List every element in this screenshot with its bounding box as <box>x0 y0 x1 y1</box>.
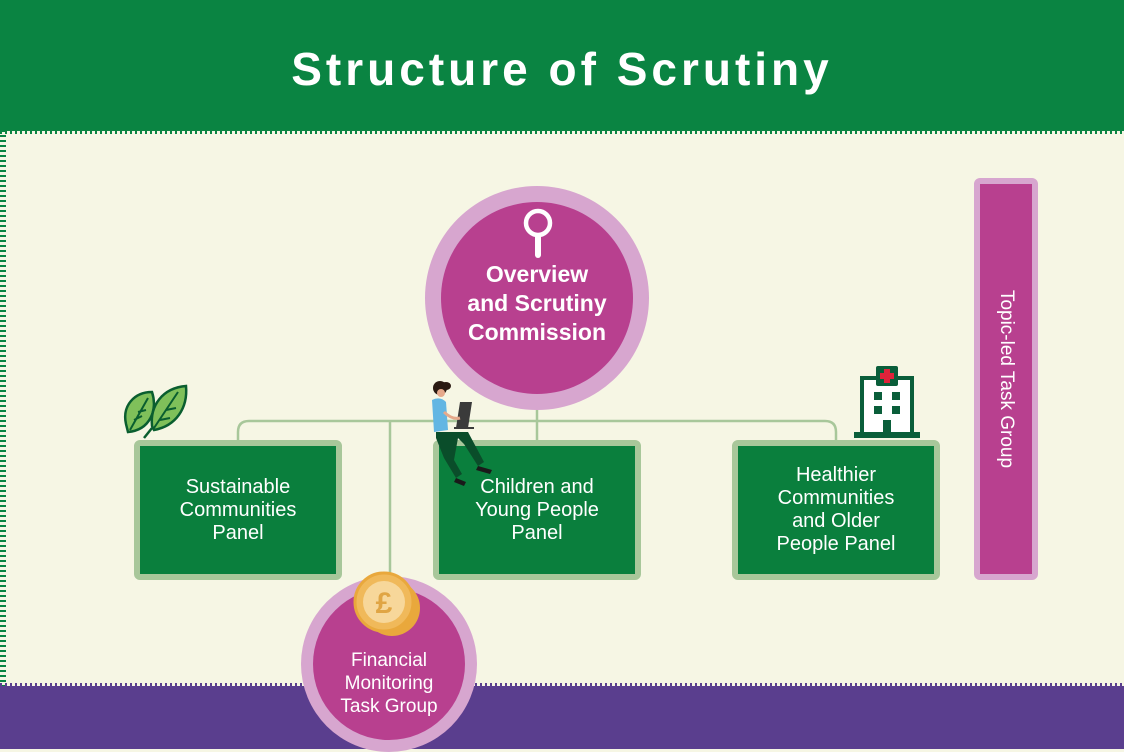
topic-led-task-group: Topic-led Task Group <box>974 178 1038 580</box>
hospital-icon <box>854 366 920 438</box>
financial-title: Financial Monitoring Task Group <box>340 650 438 717</box>
topic-label: Topic-led Task Group <box>996 289 1017 469</box>
magnifier-icon <box>523 208 553 258</box>
commission-title: Overview and Scrutiny Commission <box>467 261 607 345</box>
footer-band <box>0 686 1124 749</box>
panel-label: Healthier Communities and Older People P… <box>776 464 896 555</box>
leaves-icon <box>123 384 188 439</box>
panel-healthier-communities: Healthier Communities and Older People P… <box>732 440 940 580</box>
pound-coins-icon: £ <box>353 571 420 636</box>
dotted-divider-bottom <box>0 683 1124 690</box>
dotted-divider-left <box>0 0 6 690</box>
dotted-divider-top <box>0 128 1124 134</box>
svg-text:£: £ <box>376 587 393 620</box>
page-title: Structure of Scrutiny <box>291 42 833 95</box>
panel-label: Sustainable Communities Panel <box>179 475 297 544</box>
panel-children-young-people: Children and Young People Panel <box>433 440 641 580</box>
header-banner: Structure of Scrutiny <box>0 0 1124 131</box>
person-laptop-icon <box>432 381 492 486</box>
panel-label: Children and Young People Panel <box>475 475 599 544</box>
panel-sustainable-communities: Sustainable Communities Panel <box>134 440 342 580</box>
